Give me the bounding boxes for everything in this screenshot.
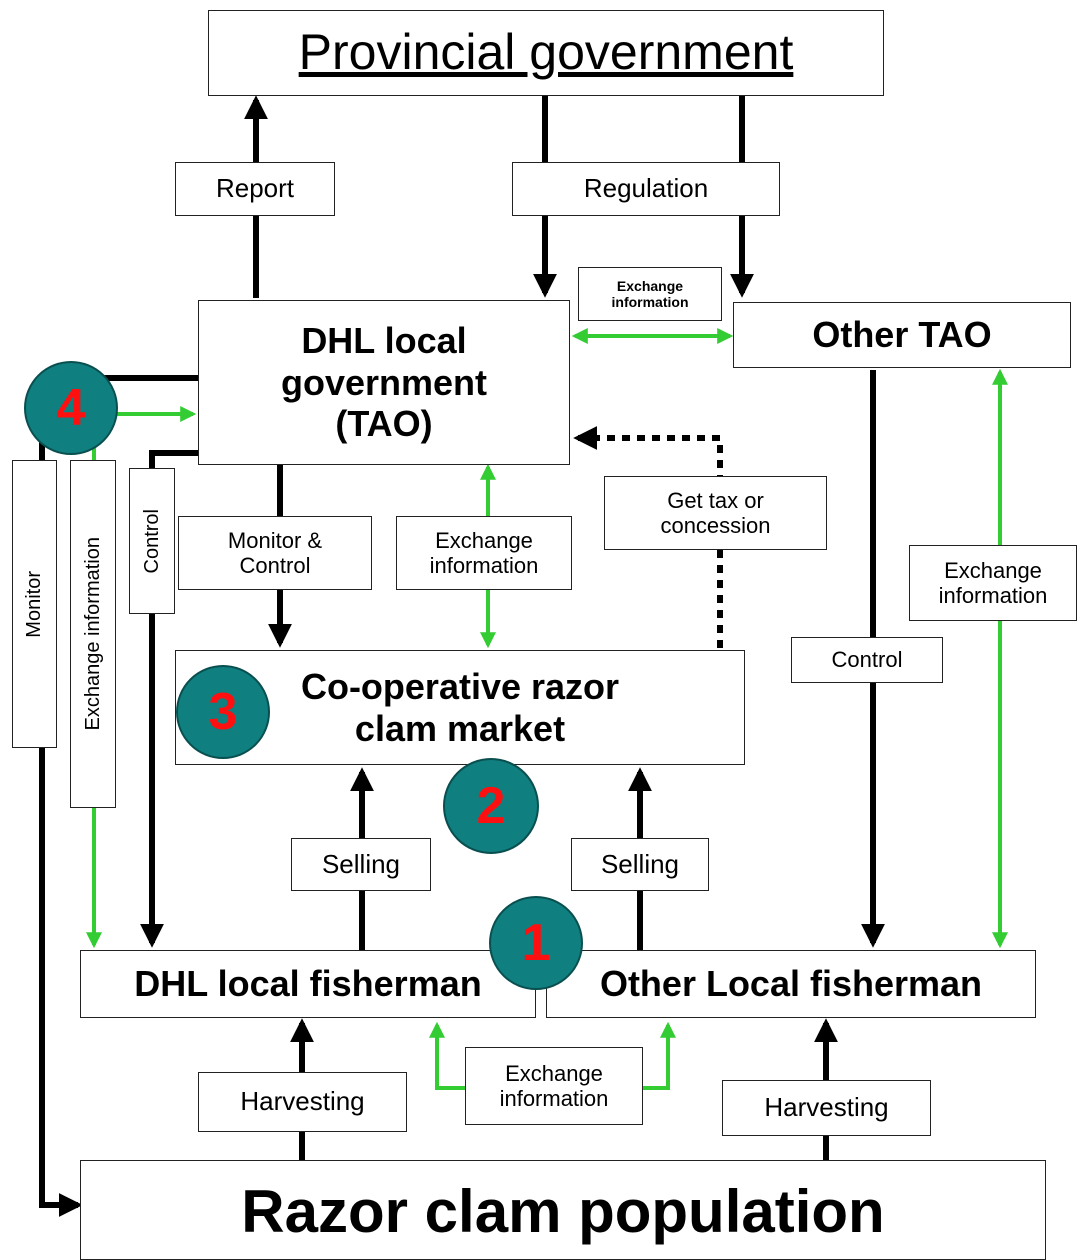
dhl-tao-label: DHL local government (TAO) (280, 320, 488, 445)
marker-4: 4 (24, 361, 118, 455)
dhl-fisherman-label: DHL local fisherman (134, 963, 482, 1005)
tax-label: Get tax or concession (660, 487, 771, 538)
report-label: Report (215, 173, 295, 204)
harvesting-left-label-box: Harvesting (198, 1072, 407, 1132)
regulation-label: Regulation (583, 173, 709, 204)
selling-left-label-box: Selling (291, 838, 431, 891)
razor-clam-population-box: Razor clam population (80, 1160, 1046, 1260)
monitor-control-label: Monitor & Control (227, 527, 323, 578)
marker-3: 3 (176, 665, 270, 759)
control-right-label: Control (831, 647, 903, 673)
other-tao-box: Other TAO (733, 302, 1071, 368)
exchange-bottom-label: Exchange information (499, 1060, 609, 1111)
control-left-label-box: Control (129, 468, 175, 614)
dhl-tao-box: DHL local government (TAO) (198, 300, 570, 465)
marker-3-label: 3 (208, 683, 238, 741)
provincial-government-box: Provincial government (208, 10, 884, 96)
other-fisherman-label: Other Local fisherman (599, 963, 983, 1005)
harvesting-right-label-box: Harvesting (722, 1080, 931, 1136)
exchange-right-label: Exchange information (938, 557, 1048, 608)
report-label-box: Report (175, 162, 335, 216)
marker-4-label: 4 (56, 379, 86, 437)
arrow-monitor-left (39, 375, 198, 1217)
tax-label-box: Get tax or concession (604, 476, 827, 550)
selling-right-label-box: Selling (571, 838, 709, 891)
other-tao-label: Other TAO (812, 314, 992, 356)
exchange-top-label: Exchange information (611, 277, 689, 310)
exchange-mid-label: Exchange information (429, 527, 539, 578)
harvesting-left-label: Harvesting (240, 1086, 365, 1117)
marker-1: 1 (489, 896, 583, 990)
razor-clam-population-label: Razor clam population (241, 1178, 885, 1245)
monitor-control-label-box: Monitor & Control (178, 516, 372, 590)
control-left-label: Control (140, 508, 163, 574)
exchange-top-label-box: Exchange information (578, 267, 722, 321)
arrow-tax (573, 426, 723, 648)
coop-market-label: Co-operative razor clam market (300, 666, 620, 749)
exchange-right-label-box: Exchange information (909, 545, 1077, 621)
exchange-mid-label-box: Exchange information (396, 516, 572, 590)
monitor-left-label-box: Monitor (12, 460, 57, 748)
selling-left-label: Selling (321, 848, 401, 879)
exchange-left-label: Exchange information (81, 537, 104, 731)
coop-market-box: Co-operative razor clam market (175, 650, 745, 765)
marker-2-label: 2 (476, 777, 506, 835)
other-fisherman-box: Other Local fisherman (546, 950, 1036, 1018)
regulation-label-box: Regulation (512, 162, 780, 216)
marker-1-label: 1 (521, 914, 551, 972)
provincial-government-label: Provincial government (298, 24, 794, 81)
control-right-label-box: Control (791, 637, 943, 683)
exchange-bottom-label-box: Exchange information (465, 1047, 643, 1125)
monitor-left-label: Monitor (23, 570, 45, 638)
dhl-fisherman-box: DHL local fisherman (80, 950, 536, 1018)
arrow-control-left (140, 450, 198, 948)
harvesting-right-label: Harvesting (764, 1092, 889, 1123)
marker-2: 2 (443, 758, 539, 854)
selling-right-label: Selling (600, 848, 680, 879)
exchange-left-label-box: Exchange information (70, 460, 116, 808)
